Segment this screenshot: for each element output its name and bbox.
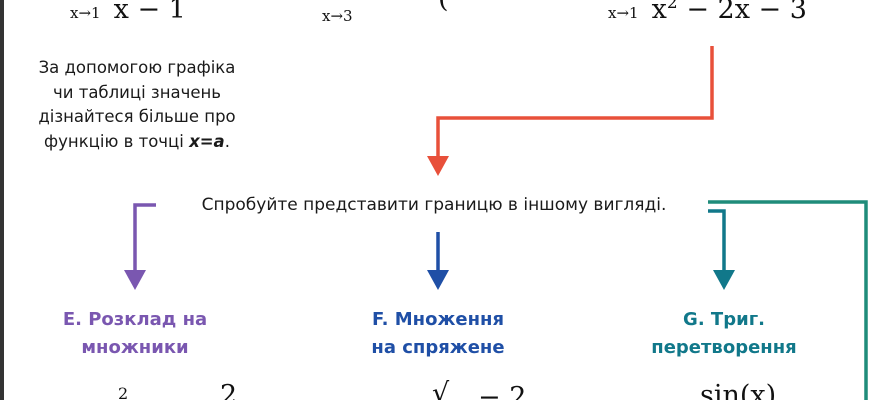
method-factoring: E. Розклад на множники bbox=[25, 306, 245, 362]
green-connector bbox=[708, 200, 868, 400]
side-note-line-4-prefix: функцію в точці bbox=[44, 131, 190, 151]
expression-right-rest: − 2x − 3 bbox=[677, 0, 807, 25]
side-note-line-1: За допомогою графіка bbox=[38, 58, 236, 77]
formula-top-right: x→1 x2 − 2x − 3 bbox=[608, 0, 807, 25]
side-note: За допомогою графіка чи таблиці значень … bbox=[8, 56, 266, 154]
expression-right-x: x bbox=[651, 0, 667, 25]
method-factoring-line-2: множники bbox=[81, 337, 189, 358]
limit-subscript-left: x→1 bbox=[70, 4, 101, 22]
blue-arrowhead bbox=[427, 270, 449, 290]
bottom-exponent: 2 bbox=[118, 384, 129, 400]
red-connector bbox=[436, 46, 714, 158]
main-prompt: Спробуйте представити границю в іншому в… bbox=[160, 192, 708, 218]
method-conjugate-line-1: F. Множення bbox=[371, 309, 505, 330]
method-factoring-line-1: E. Розклад на bbox=[62, 309, 208, 330]
method-conjugate: F. Множення на спряжене bbox=[328, 306, 548, 362]
left-frame-border bbox=[0, 0, 4, 400]
teal-arrowhead bbox=[713, 270, 735, 290]
limit-subscript-middle: x→3 bbox=[322, 7, 353, 25]
formula-top-middle: x→3 bbox=[322, 6, 353, 25]
teal-connector bbox=[708, 209, 726, 272]
expression-right-exponent: 2 bbox=[666, 0, 678, 13]
limit-subscript-right: x→1 bbox=[608, 4, 639, 22]
side-note-line-4-suffix: . bbox=[224, 131, 230, 151]
side-note-line-3: дізнайтеся більше про bbox=[38, 107, 236, 126]
formula-top-middle-paren: ( bbox=[438, 0, 449, 14]
method-trig: G. Триг. перетворення bbox=[614, 306, 834, 362]
method-conjugate-line-2: на спряжене bbox=[371, 337, 505, 358]
bottom-minus-two: − 2 bbox=[478, 382, 527, 400]
side-note-line-4: функцію в точці x=a. bbox=[8, 130, 266, 155]
method-trig-line-1: G. Триг. bbox=[683, 309, 765, 330]
method-trig-line-2: перетворення bbox=[651, 337, 797, 358]
side-note-line-2: чи таблиці значень bbox=[52, 82, 222, 102]
bottom-sqrt: √ bbox=[432, 378, 450, 400]
bottom-number: 2 bbox=[220, 380, 238, 400]
purple-arrowhead bbox=[124, 270, 146, 290]
expression-left: x − 1 bbox=[113, 0, 186, 25]
red-arrowhead bbox=[427, 156, 449, 176]
purple-connector bbox=[133, 203, 156, 272]
bottom-sine: sin(x) bbox=[700, 380, 777, 400]
side-note-emphasis: x=a bbox=[189, 131, 225, 151]
formula-top-left: x→1 x − 1 bbox=[70, 0, 186, 25]
